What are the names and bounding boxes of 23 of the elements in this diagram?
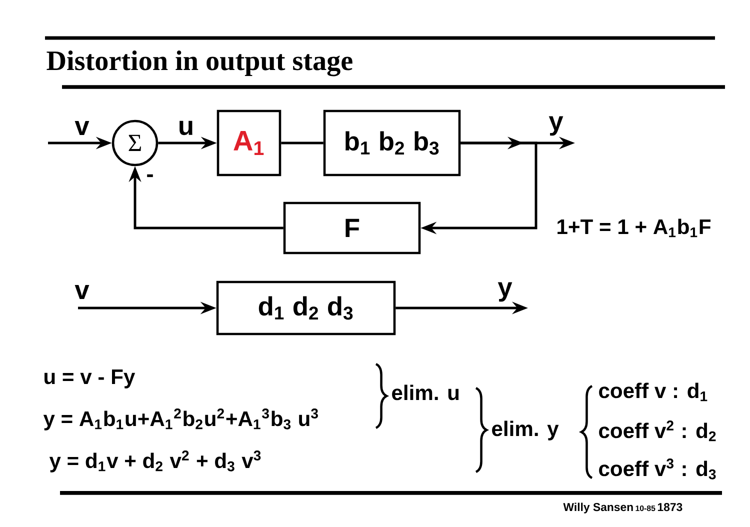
edge-label: y xyxy=(498,282,512,302)
title: Distortion in output stage xyxy=(46,50,352,76)
block-box: F xyxy=(283,202,421,254)
slide-number: 1873 xyxy=(658,503,682,512)
edge-label: y xyxy=(548,116,564,136)
brace-label: elim. u xyxy=(392,384,459,400)
author-name: Willy Sansen xyxy=(563,502,633,514)
block-box: d$_{1}$ d$_{2}$ d$_{3}$ xyxy=(216,280,396,336)
equation: y = A$_{1}$b$_{1}$u+A$_{1}$$^{2}$b$_{2}$u$^{2}$+A$_{1}$$^{3}$b$_{3}$ u$^{3}$ xyxy=(43,408,318,430)
coefficient-label: coeff v : d$_{1}$ xyxy=(599,382,708,402)
minus-sign: - xyxy=(147,174,153,178)
brace-label: elim. y xyxy=(492,420,559,440)
equation: u = v - Fy xyxy=(44,370,136,388)
edge-label: v xyxy=(74,121,90,135)
edge-label: v xyxy=(74,285,90,299)
coefficient-label: coeff v$^{2}$ : d$_{2}$ xyxy=(599,420,716,442)
equation: y = d$_{1}$v + d$_{2}$ v$^{2}$ + d$_{3}$ v$^{3}$ xyxy=(49,450,261,472)
block-box: A$_{1}$ xyxy=(216,110,282,176)
edge-label: u xyxy=(180,120,192,136)
summing-junction: Σ xyxy=(112,120,158,166)
coefficient-label: coeff v$^{3}$ : d$_{3}$ xyxy=(599,458,716,480)
equation: 1+T = 1 + A$_{1}$b$_{1}$F xyxy=(558,218,711,238)
block-box: b$_{1}$ b$_{2}$ b$_{3}$ xyxy=(323,110,461,176)
